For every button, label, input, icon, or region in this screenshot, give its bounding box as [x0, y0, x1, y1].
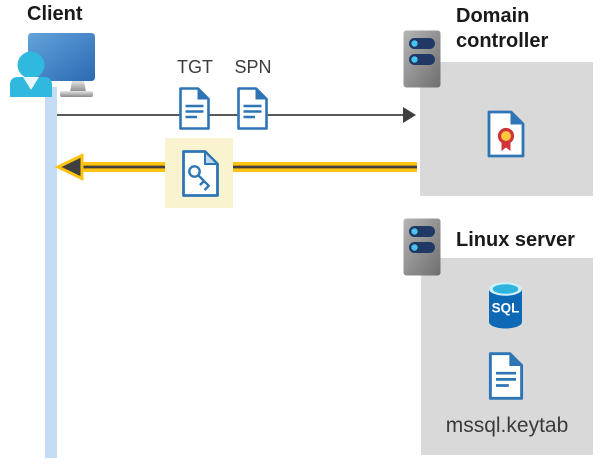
client-label: Client: [27, 3, 83, 25]
request-arrow-line: [57, 114, 405, 116]
client-lifeline-bar: [45, 87, 57, 458]
key-ticket-document-icon: [182, 150, 219, 197]
spn-document-icon: [237, 87, 268, 130]
linux-server-label: Linux server: [456, 229, 575, 251]
user-icon: [10, 51, 52, 97]
sql-database-icon: SQL: [489, 282, 522, 329]
certificate-icon: [487, 110, 525, 158]
sql-text: SQL: [492, 301, 520, 316]
request-arrow-head: [403, 107, 416, 123]
monitor-stand-icon: [70, 81, 86, 92]
client-workstation-icon: [10, 33, 95, 97]
spn-label: SPN: [234, 57, 272, 77]
monitor-icon: [28, 33, 95, 81]
linux-server-icon: [403, 218, 441, 276]
tgt-document-icon: [179, 87, 210, 130]
domain-controller-server-icon: [403, 30, 441, 88]
keytab-document-icon: [488, 352, 524, 400]
response-arrow: [55, 153, 417, 181]
tgt-label: TGT: [177, 57, 213, 77]
domain-controller-label: Domain controller: [456, 5, 549, 52]
keytab-filename-label: mssql.keytab: [445, 414, 569, 437]
